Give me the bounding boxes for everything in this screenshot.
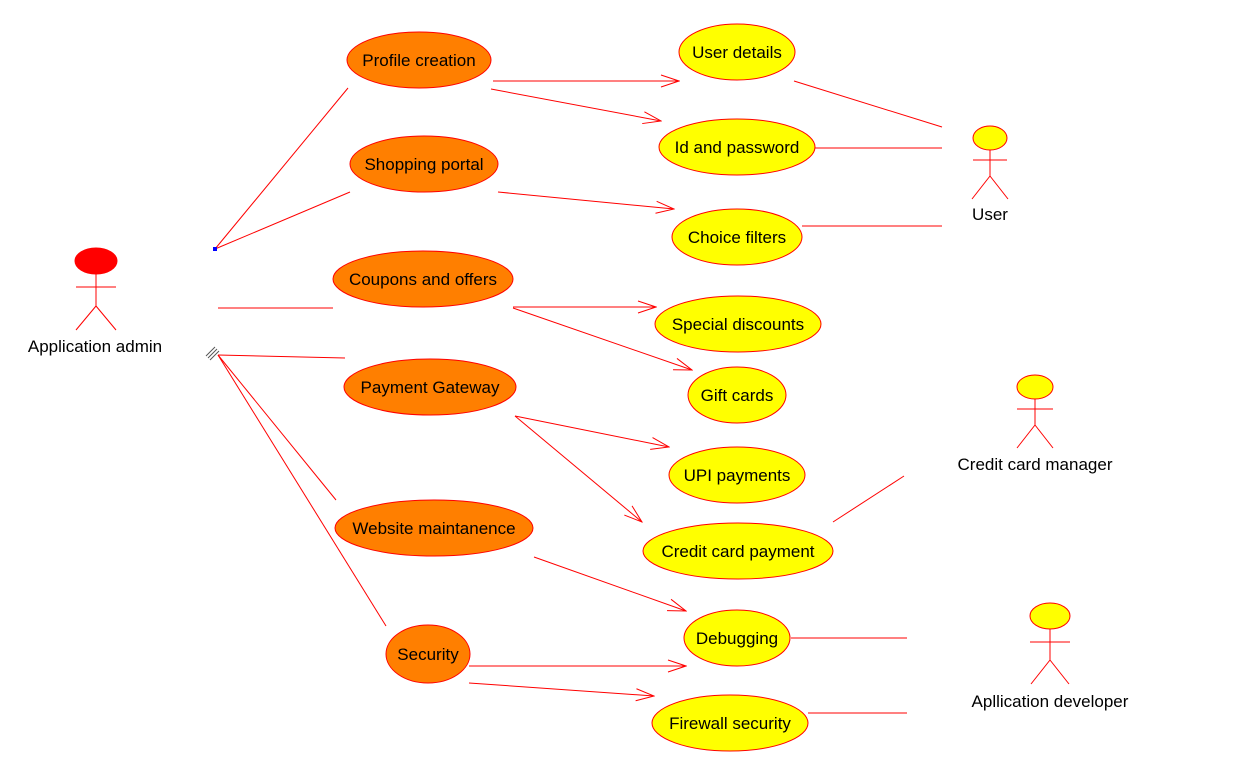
actor-head-icon	[1016, 374, 1054, 400]
use-case-label: Website maintanence	[352, 519, 515, 538]
use-case-gift-cards[interactable]: Gift cards	[687, 366, 787, 424]
actor-head-icon	[74, 247, 118, 275]
use-case-label: Profile creation	[362, 51, 475, 70]
admin-to-payment-gateway-line	[217, 354, 346, 359]
actor-label: User	[972, 205, 1008, 224]
use-case-choice-filters[interactable]: Choice filters	[671, 208, 803, 266]
use-case-website-maintenance[interactable]: Website maintanence	[334, 499, 534, 557]
stick-figure-icon	[1030, 629, 1070, 685]
use-case-payment-gateway[interactable]: Payment Gateway	[343, 358, 517, 416]
actor-application-admin[interactable]: Application admin	[28, 247, 162, 356]
user-details-to-user-line	[793, 80, 943, 128]
actor-label: Application admin	[28, 337, 162, 356]
payment-to-credit-card-arrow	[514, 415, 642, 522]
shopping-to-choice-filters-arrow	[497, 191, 674, 209]
use-case-label: Credit card payment	[661, 542, 814, 561]
admin-associations	[214, 87, 387, 627]
use-case-label: Id and password	[675, 138, 800, 157]
actor-application-developer[interactable]: Apllication developer	[972, 602, 1129, 711]
actor-head-icon	[1029, 602, 1071, 630]
admin-to-website-maintenance-line	[217, 354, 337, 501]
use-case-coupons-and-offers[interactable]: Coupons and offers	[332, 250, 514, 308]
use-case-label: Coupons and offers	[349, 270, 497, 289]
use-case-id-and-password[interactable]: Id and password	[658, 118, 816, 176]
profile-to-id-password-arrow	[490, 88, 661, 121]
use-case-label: Special discounts	[672, 315, 804, 334]
use-case-label: User details	[692, 43, 782, 62]
credit-card-to-manager-line	[832, 475, 905, 523]
line-grip-icon[interactable]	[205, 346, 220, 361]
use-case-special-discounts[interactable]: Special discounts	[654, 295, 822, 353]
use-case-firewall-security[interactable]: Firewall security	[651, 694, 809, 752]
selection-handle-icon[interactable]	[213, 247, 217, 251]
use-case-security[interactable]: Security	[385, 624, 471, 684]
coupons-to-gift-cards-arrow	[512, 307, 692, 370]
use-case-label: Choice filters	[688, 228, 786, 247]
use-case-user-details[interactable]: User details	[678, 23, 796, 81]
actor-label: Credit card manager	[958, 455, 1113, 474]
use-case-credit-card-payment[interactable]: Credit card payment	[642, 522, 834, 580]
use-case-debugging[interactable]: Debugging	[683, 609, 791, 667]
admin-to-profile-creation-line	[214, 87, 349, 250]
use-case-shopping-portal[interactable]: Shopping portal	[349, 135, 499, 193]
security-to-firewall-arrow	[468, 682, 654, 696]
use-case-profile-creation[interactable]: Profile creation	[346, 31, 492, 89]
include-arrows	[468, 81, 692, 696]
stick-figure-icon	[971, 150, 1009, 200]
admin-to-security-line	[217, 354, 387, 627]
payment-to-upi-arrow	[514, 415, 669, 447]
stick-figure-icon	[75, 274, 117, 331]
use-case-label: Shopping portal	[364, 155, 483, 174]
maintenance-to-debugging-arrow	[533, 556, 686, 611]
use-case-label: Payment Gateway	[361, 378, 500, 397]
actor-associations	[791, 80, 943, 714]
actor-head-icon	[972, 125, 1008, 151]
actor-label: Apllication developer	[972, 692, 1129, 711]
actor-credit-card-manager[interactable]: Credit card manager	[958, 374, 1113, 474]
use-case-label: Debugging	[696, 629, 778, 648]
admin-to-shopping-portal-line	[214, 191, 351, 250]
use-case-label: Gift cards	[701, 386, 774, 405]
actor-user[interactable]: User	[971, 125, 1009, 224]
use-case-label: Firewall security	[669, 714, 791, 733]
use-case-upi-payments[interactable]: UPI payments	[668, 446, 806, 504]
use-case-label: Security	[397, 645, 459, 664]
use-case-label: UPI payments	[684, 466, 791, 485]
stick-figure-icon	[1016, 399, 1054, 449]
